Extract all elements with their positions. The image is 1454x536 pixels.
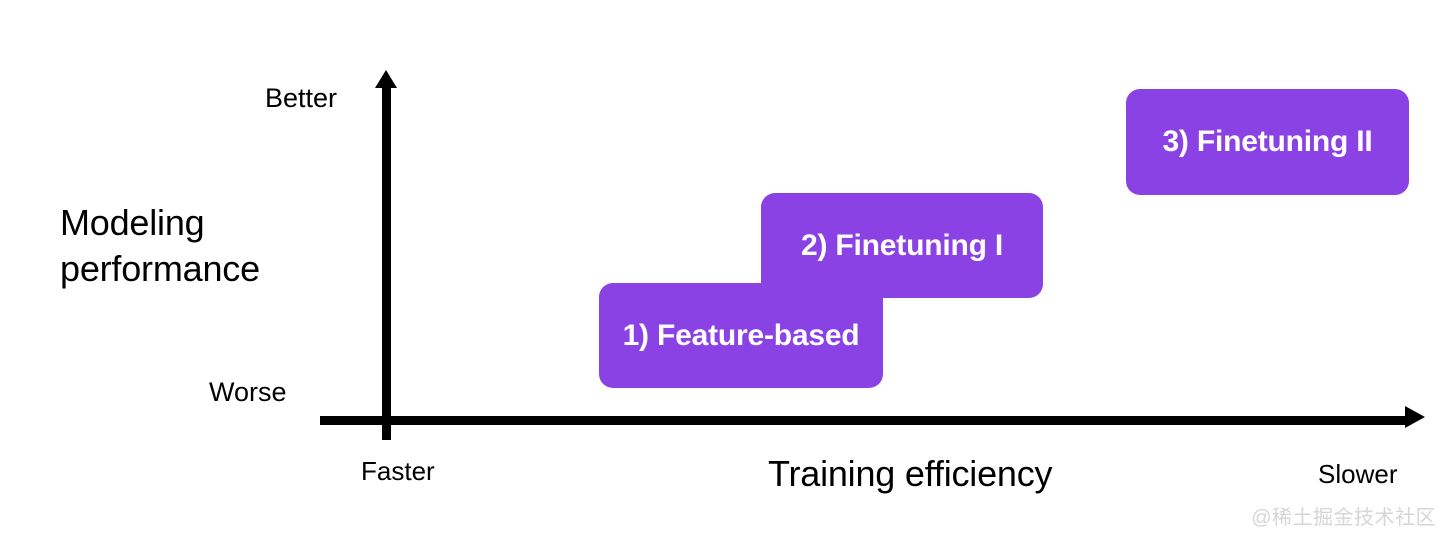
stage-box-finetuning-2: 3) Finetuning II (1126, 89, 1409, 195)
y-axis-top-label: Better (264, 83, 337, 113)
y-axis-arrow-icon (375, 70, 397, 88)
x-axis-line (320, 416, 1411, 425)
watermark-text: @稀土掘金技术社区 (1251, 507, 1436, 529)
x-axis-left-label: Faster (361, 456, 435, 486)
y-axis-bottom-label: Worse (209, 377, 287, 407)
x-axis-right-label: Slower (1318, 459, 1398, 489)
y-axis-line (382, 84, 391, 440)
stage-box-finetuning-1: 2) Finetuning I (761, 193, 1043, 298)
y-axis-title-line-1: Modeling (60, 202, 205, 243)
x-axis-arrow-icon (1405, 406, 1425, 428)
stage-box-feature-based: 1) Feature-based (599, 283, 883, 388)
y-axis-title-line-2: performance (60, 248, 260, 290)
y-axis-title: Modeling performance (60, 200, 260, 292)
x-axis-title: Training efficiency (768, 453, 1053, 494)
